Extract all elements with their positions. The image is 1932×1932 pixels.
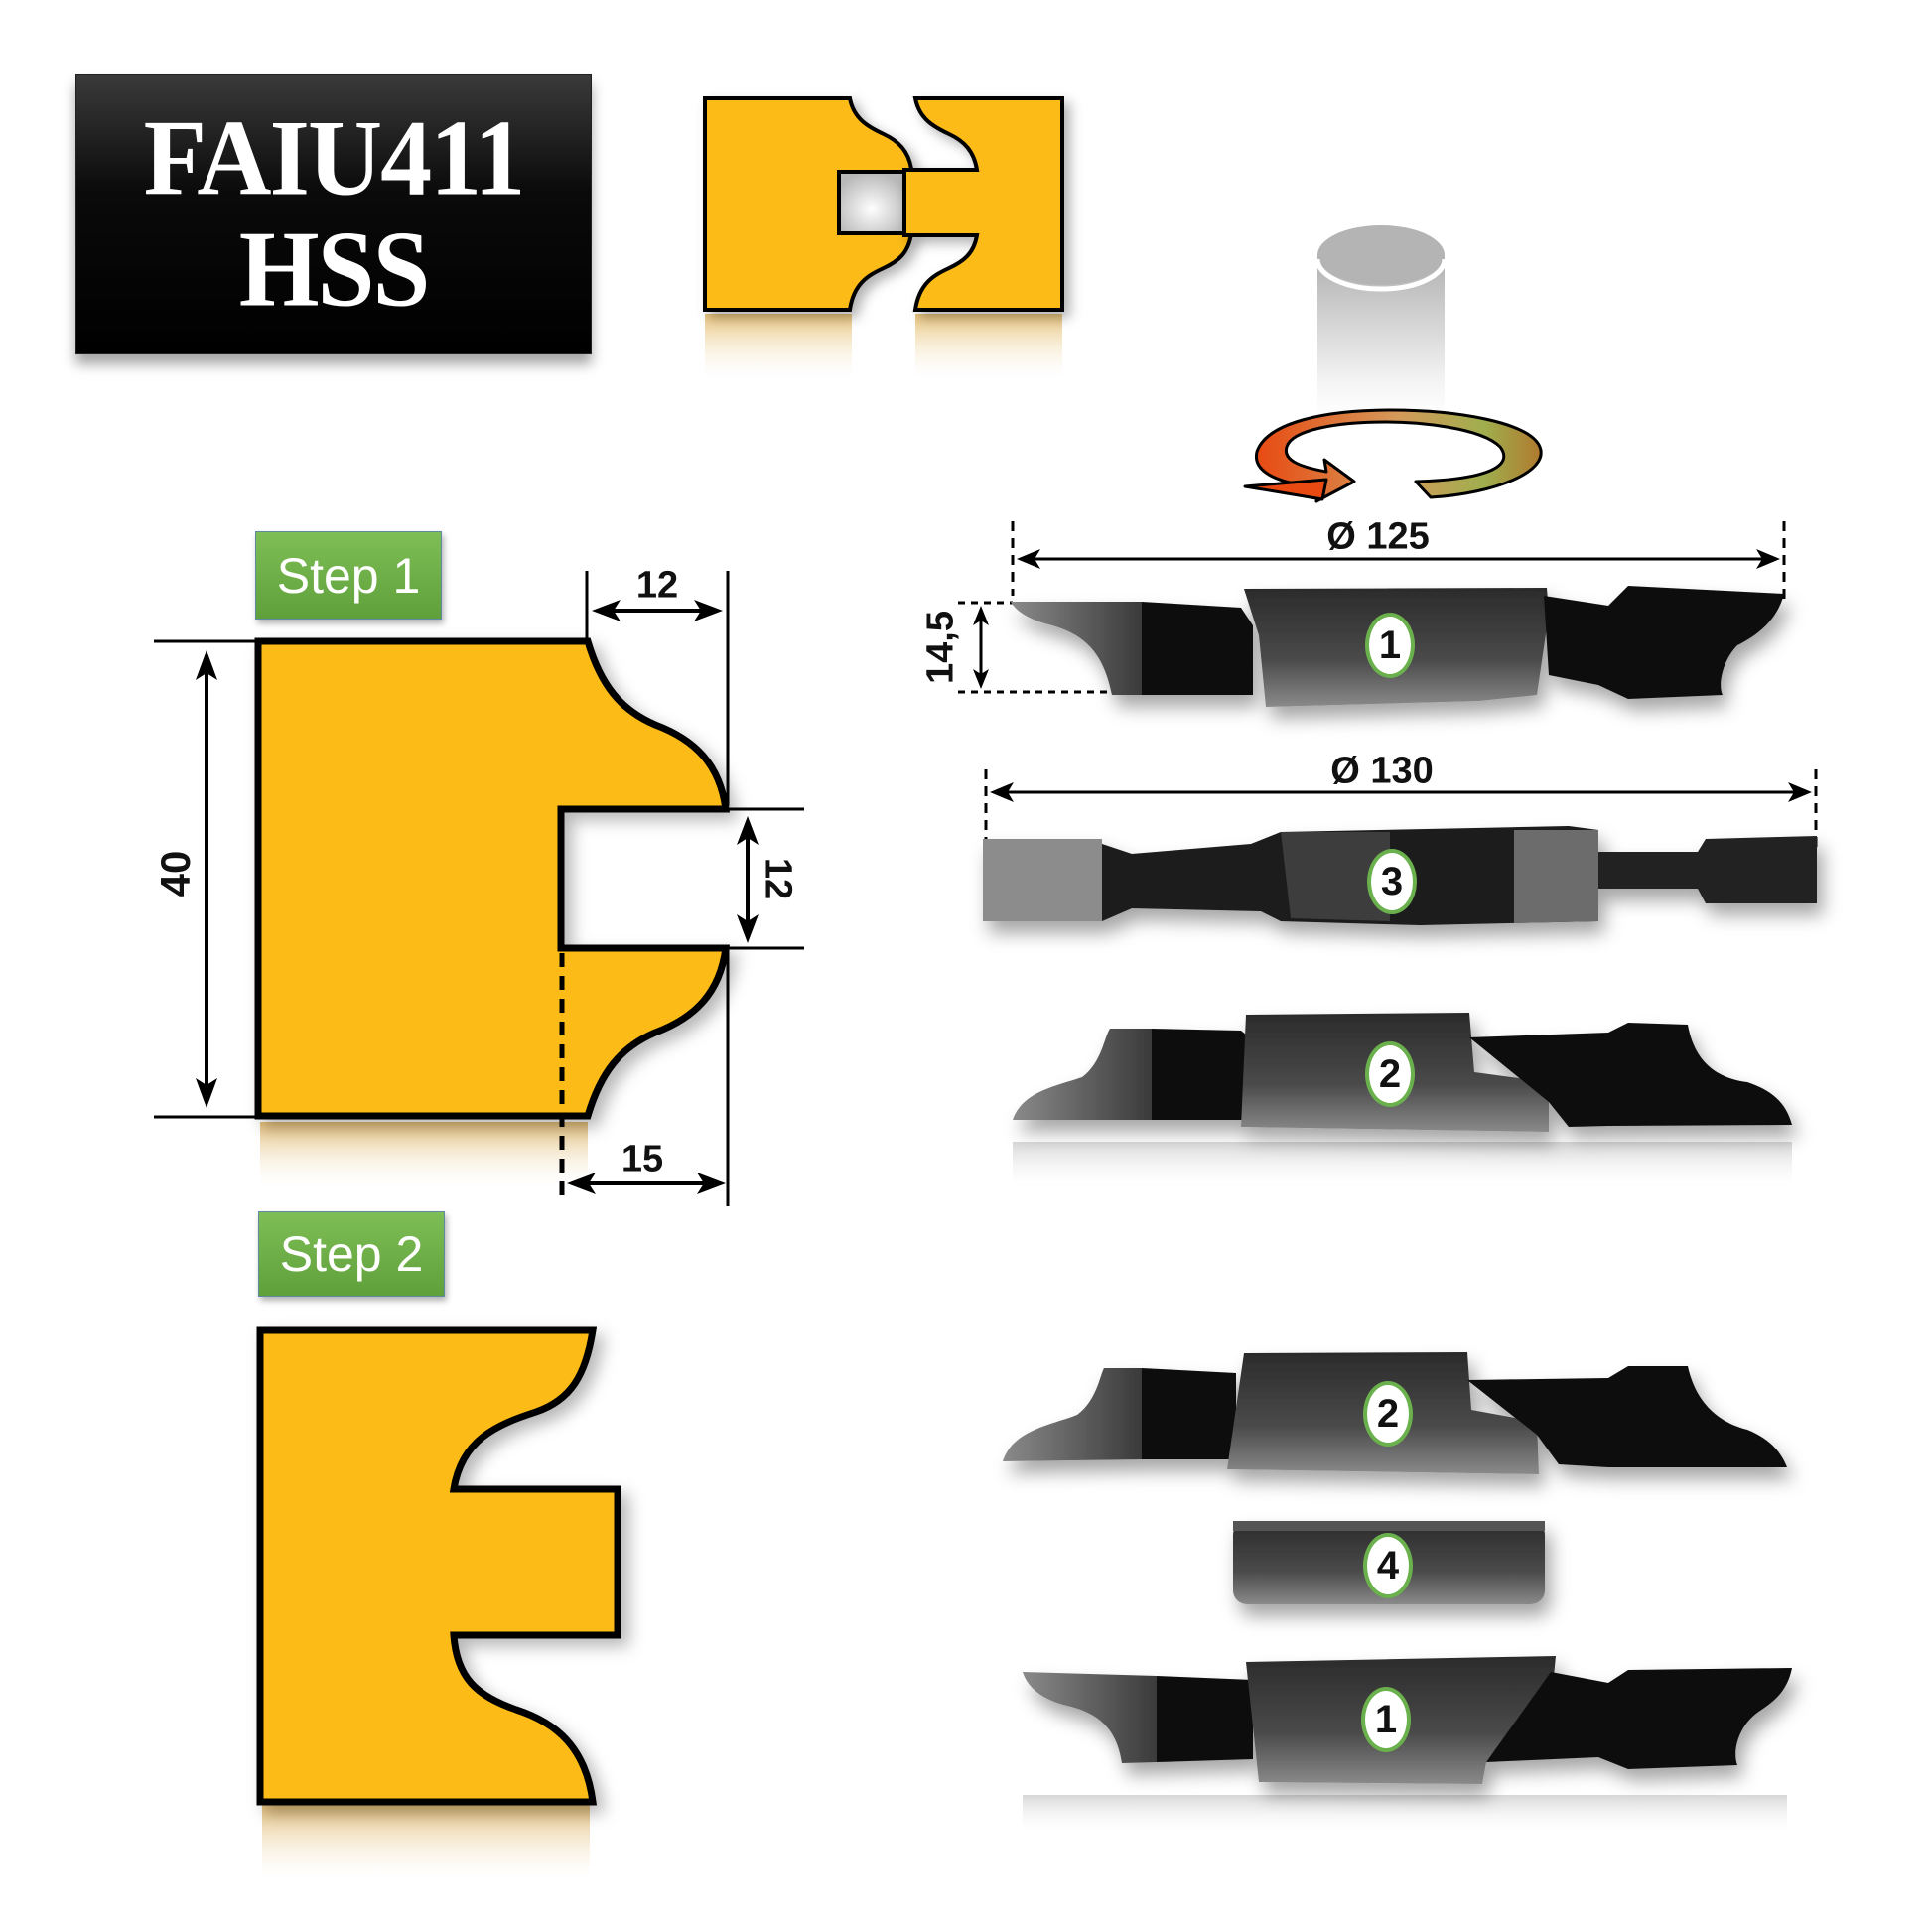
part-number-badge: 1 [1365,613,1415,678]
spindle-cylinder-icon [1314,225,1448,429]
part-number-badge: 1 [1361,1687,1411,1752]
cutter-3 [983,826,1817,925]
thickness-label: 14,5 [919,611,962,684]
cutter-1-step2 [1023,1656,1792,1835]
part-number-badge: 3 [1367,849,1417,914]
diameter-125-label: Ø 125 [1326,515,1430,558]
product-code: FAIU411 [143,98,526,218]
step-1-badge: Step 1 [255,531,442,620]
tongue-and-groove-profile-icon [703,96,1064,383]
part-number-badge: 2 [1363,1381,1413,1447]
cutter-2-step2 [1003,1352,1787,1474]
diameter-130-label: Ø 130 [1330,750,1434,792]
top-width-dimension-label: 12 [635,564,679,607]
material-label: HSS [238,209,431,330]
part-number-badge: 4 [1363,1533,1413,1598]
step-2-badge: Step 2 [258,1211,445,1297]
product-title-box: FAIU411 HSS [75,74,592,354]
part-number-badge: 2 [1365,1041,1415,1107]
bottom-width-dimension-label: 15 [621,1138,664,1180]
rotation-arrow-icon [1243,408,1543,503]
